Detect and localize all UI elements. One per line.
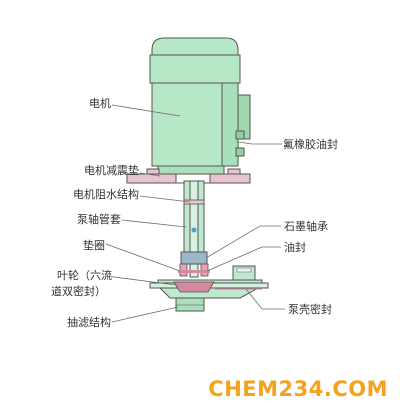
leader-housing-seal (245, 288, 285, 310)
label-gasket: 垫圈 (83, 238, 105, 252)
label-motor-water-block: 电机阻水结构 (73, 187, 139, 201)
leader-graphite-bearing (205, 225, 281, 259)
damping-pad-right-foot (227, 168, 241, 175)
label-impeller-line1: 叶轮（六流 (57, 268, 112, 282)
label-impeller-line2: 道双密封） (51, 284, 106, 298)
label-suction-structure: 抽滤结构 (67, 315, 111, 329)
leader-impeller (105, 275, 177, 286)
leader-damping-pad (139, 172, 161, 177)
motor-top-cap (151, 37, 239, 56)
pump-housing (149, 265, 269, 299)
leader-lines (105, 104, 285, 323)
suction-filter (175, 297, 205, 312)
gasket-ring (178, 270, 210, 273)
label-motor-damping-pad: 电机减震垫 (84, 163, 139, 177)
label-motor: 电机 (89, 96, 111, 110)
pump-shaft-assembly (178, 180, 210, 278)
terminal-connector-lower (235, 147, 245, 157)
label-housing-seal: 泵壳密封 (288, 302, 332, 316)
label-shaft-sleeve: 泵轴管套 (77, 212, 121, 226)
terminal-connector-upper (235, 130, 245, 140)
leader-motor (111, 104, 181, 117)
outlet-pipe-inner (236, 267, 252, 273)
label-oil-seal: 油封 (284, 240, 306, 254)
damping-pad-left-foot (146, 168, 160, 175)
leader-oil-seal (206, 246, 281, 272)
motor-fan-cover (149, 54, 241, 84)
watermark: CHEM234.COM (208, 377, 388, 401)
label-graphite-bearing: 石墨轴承 (284, 219, 328, 233)
motor (149, 37, 251, 175)
motor-body (151, 82, 231, 167)
leader-fluororubber-seal (237, 141, 282, 145)
leader-gasket (105, 243, 181, 272)
graphite-bearing (180, 251, 208, 265)
impeller (173, 281, 215, 293)
suction-structure (175, 297, 205, 312)
leader-suction-structure (111, 306, 179, 323)
leader-shaft-sleeve (121, 219, 187, 228)
motor-bottom-flange (157, 165, 225, 175)
leader-water-block (139, 195, 191, 203)
shaft-marker-dot (191, 227, 197, 233)
label-fluororubber-seal: 氟橡胶油封 (283, 137, 338, 151)
water-block-ring (183, 199, 205, 205)
labels: 电机 氟橡胶油封 电机减震垫 电机阻水结构 泵轴管套 石墨轴承 油封 垫圈 叶轮… (51, 96, 338, 329)
